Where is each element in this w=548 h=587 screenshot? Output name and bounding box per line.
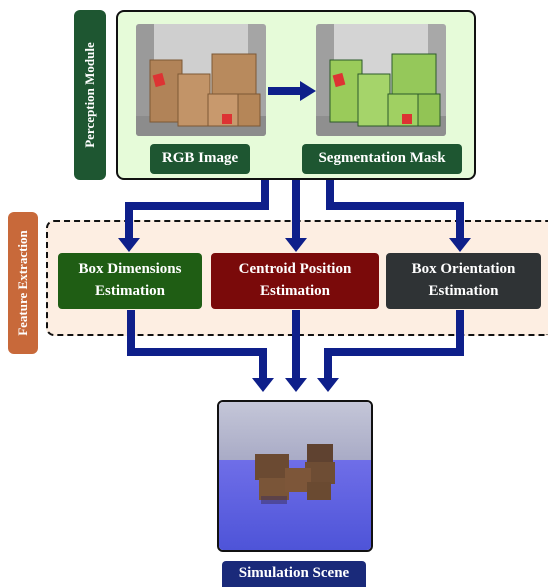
centroid-position-line2: Estimation	[259, 283, 330, 299]
rgb-to-mask-arrow	[268, 81, 316, 101]
centroid-position-line1: Centroid Position	[238, 261, 352, 278]
segmentation-mask-label: Segmentation Mask	[302, 144, 462, 174]
segmentation-mask-image	[316, 24, 446, 136]
simulation-scene-frame	[217, 400, 373, 552]
box-dimensions-line1: Box Dimensions	[78, 261, 182, 278]
box-orientation-line2: Estimation	[428, 283, 499, 299]
box-orientation-estimation: Box Orientation Estimation	[386, 253, 541, 309]
rgb-image-label: RGB Image	[150, 144, 250, 174]
simulation-scene-label: Simulation Scene	[222, 561, 366, 587]
rgb-image	[136, 24, 266, 136]
simulated-boxes	[255, 444, 335, 504]
box-dimensions-estimation: Box Dimensions Estimation	[58, 253, 202, 309]
perception-module-tag: Perception Module	[74, 10, 106, 180]
centroid-position-estimation: Centroid Position Estimation	[211, 253, 379, 309]
box-orientation-line1: Box Orientation	[411, 261, 516, 278]
feature-extraction-tag: Feature Extraction	[8, 212, 38, 354]
box-dimensions-line2: Estimation	[94, 283, 165, 299]
